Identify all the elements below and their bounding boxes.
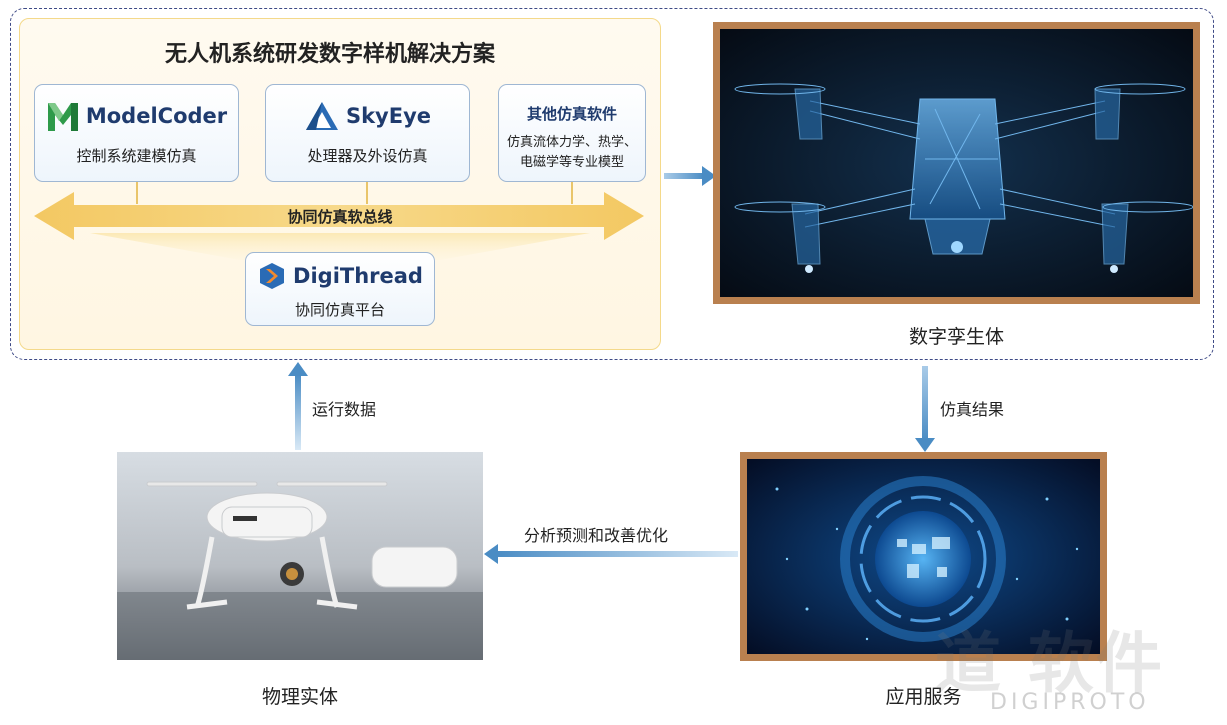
- skyeye-subtitle: 处理器及外设仿真: [307, 147, 428, 165]
- analysis-label: 分析预测和改善优化: [524, 526, 669, 545]
- other-software-title: 其他仿真软件: [526, 105, 617, 123]
- digithread-subtitle: 协同仿真平台: [294, 301, 385, 319]
- other-software-card[interactable]: 其他仿真软件 仿真流体力学、热学、 电磁学等专业模型: [498, 84, 646, 182]
- modelcoder-card[interactable]: ModelCoder 控制系统建模仿真: [34, 84, 239, 182]
- skyeye-brand: SkyEye: [345, 104, 432, 128]
- digithread-card[interactable]: DigiThread 协同仿真平台: [245, 252, 435, 326]
- bus-connector: [136, 182, 138, 204]
- physical-drone-image: [117, 452, 483, 660]
- modelcoder-brand: ModelCoder: [85, 104, 228, 128]
- digital-prototype-frame: [10, 8, 1214, 360]
- digithread-brand: DigiThread: [293, 264, 423, 288]
- hexagon-logo-icon: [260, 263, 285, 289]
- bus-label: 协同仿真软总线: [287, 208, 393, 226]
- arrow-right-icon: [664, 166, 716, 186]
- physical-caption: 物理实体: [261, 686, 338, 708]
- drone-photo-icon: [117, 452, 483, 660]
- service-image: [740, 452, 1107, 661]
- drone-wireframe-icon: [720, 29, 1193, 297]
- other-desc-line: 电磁学等专业模型: [519, 155, 624, 170]
- service-caption: 应用服务: [885, 686, 962, 708]
- solution-title: 无人机系统研发数字样机解决方案: [164, 42, 495, 67]
- sim-result-label: 仿真结果: [940, 400, 1005, 419]
- watermark-logo: 道 软件: [935, 625, 1164, 702]
- arrow-down-icon: [915, 366, 935, 452]
- globe-hologram-icon: [747, 459, 1100, 654]
- arrow-left-icon: [484, 544, 738, 564]
- digital-twin-image: [713, 22, 1200, 304]
- other-software-desc: 仿真流体力学、热学、 电磁学等专业模型: [499, 133, 645, 173]
- watermark-text: DIGIPROTO: [990, 690, 1150, 715]
- digital-twin-caption: 数字孪生体: [908, 326, 1004, 348]
- modelcoder-subtitle: 控制系统建模仿真: [76, 147, 197, 165]
- triangle-logo-icon: [305, 102, 338, 130]
- other-desc-line: 仿真流体力学、热学、: [506, 135, 637, 150]
- bus-connector: [366, 182, 368, 204]
- m-logo-icon: [47, 103, 78, 131]
- arrow-up-icon: [288, 362, 308, 450]
- bus-connector: [571, 182, 573, 204]
- skyeye-card[interactable]: SkyEye 处理器及外设仿真: [265, 84, 470, 182]
- run-data-label: 运行数据: [312, 400, 377, 419]
- bus-arrow: [34, 192, 644, 260]
